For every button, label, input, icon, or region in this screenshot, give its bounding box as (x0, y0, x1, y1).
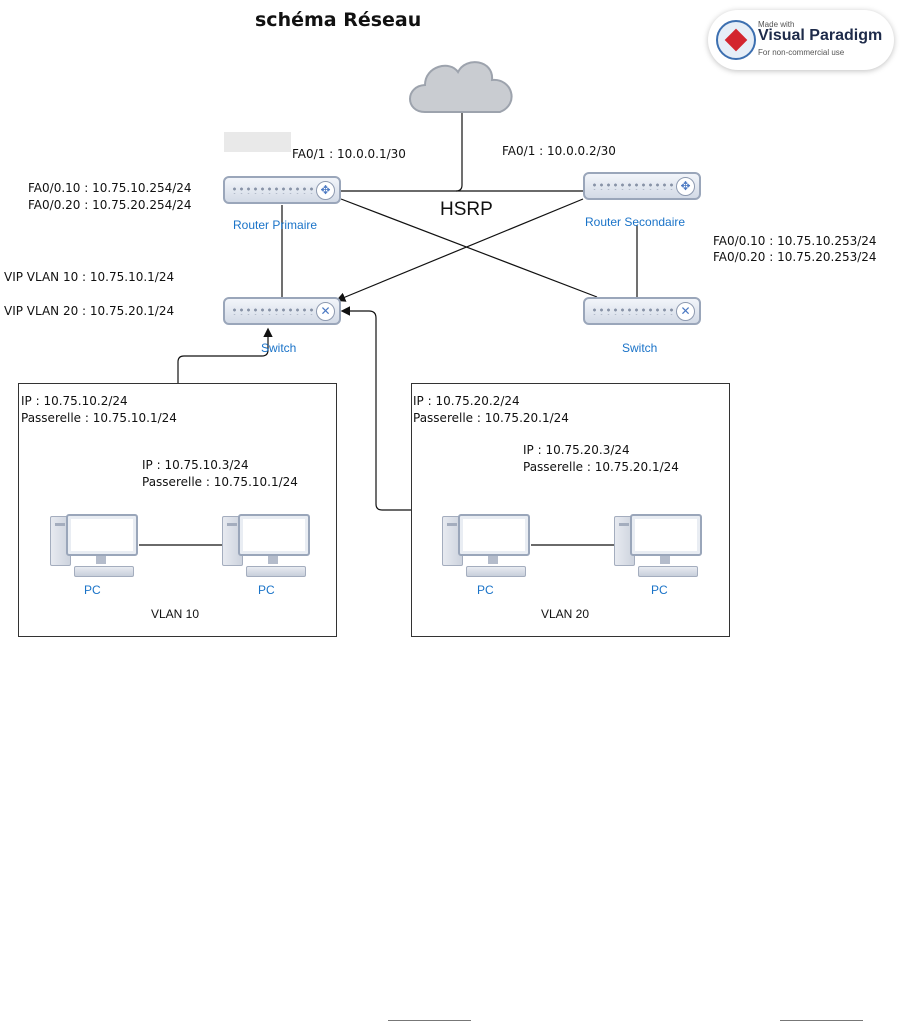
badge-made-with: Made with (758, 20, 795, 29)
primary-to-right-switch (340, 198, 598, 298)
router-icon: ✥ (676, 177, 695, 196)
vlan20-pc2-label: PC (651, 583, 668, 597)
vip-vlan20-label: VIP VLAN 20 : 10.75.20.1/24 (4, 304, 175, 318)
vlan20-pc2-gw: Passerelle : 10.75.20.1/24 (523, 460, 679, 474)
port-array (231, 307, 313, 315)
pc-icon (614, 514, 706, 577)
vlan10-pc2-gw: Passerelle : 10.75.10.1/24 (142, 475, 298, 489)
secondary-wan-label: FA0/1 : 10.0.0.2/30 (502, 144, 616, 158)
page-title: schéma Réseau (255, 9, 422, 31)
pc-icon (222, 514, 314, 577)
router-secondary-label: Router Secondaire (585, 215, 686, 229)
vlan10-pc2-ip: IP : 10.75.10.3/24 (142, 458, 249, 472)
vlan20-pc1-ip: IP : 10.75.20.2/24 (413, 394, 520, 408)
vlan20-uplink (340, 306, 411, 511)
router-icon: ✥ (316, 181, 335, 200)
secondary-sub10-label: FA0/0.10 : 10.75.10.253/24 (713, 234, 877, 248)
visual-paradigm-logo-icon (716, 20, 756, 60)
vlan10-uplink (177, 327, 273, 383)
page-footer-rule (388, 1020, 471, 1021)
vlan10-pc1-ip: IP : 10.75.10.2/24 (21, 394, 128, 408)
port-array (231, 186, 313, 194)
page-footer-rule (780, 1020, 863, 1021)
badge-brand: Visual Paradigm (758, 27, 883, 44)
vlan20-pc1-gw: Passerelle : 10.75.20.1/24 (413, 411, 569, 425)
vip-vlan10-label: VIP VLAN 10 : 10.75.10.1/24 (4, 270, 175, 284)
primary-sub10-label: FA0/0.10 : 10.75.10.254/24 (28, 181, 192, 195)
primary-sub20-label: FA0/0.20 : 10.75.20.254/24 (28, 198, 192, 212)
hsrp-label: HSRP (440, 199, 493, 220)
pc-icon (442, 514, 534, 577)
switch-right: ✕ (583, 297, 701, 325)
primary-wan-label: FA0/1 : 10.0.0.1/30 (292, 147, 406, 161)
switch-left: ✕ (223, 297, 341, 325)
vlan20-pc2-ip: IP : 10.75.20.3/24 (523, 443, 630, 457)
port-array (591, 307, 673, 315)
switch-icon: ✕ (676, 302, 695, 321)
switch-right-label: Switch (622, 341, 658, 355)
secondary-to-left-switch (335, 198, 584, 302)
vlan10-pc2-label: PC (258, 583, 275, 597)
router-primary: ✥ (223, 176, 341, 204)
vlan20-pc1-label: PC (477, 583, 494, 597)
vlan10-pc1-gw: Passerelle : 10.75.10.1/24 (21, 411, 177, 425)
redacted-block (224, 132, 291, 152)
vlan10-group (18, 383, 337, 637)
pc-icon (50, 514, 142, 577)
vlan10-title: VLAN 10 (151, 607, 200, 621)
switch-left-label: Switch (261, 341, 297, 355)
vlan10-pc1-label: PC (84, 583, 101, 597)
badge-license: For non-commercial use (758, 48, 845, 57)
router-primary-label: Router Primaire (233, 218, 318, 232)
vlan20-title: VLAN 20 (541, 607, 590, 621)
vlan20-group (411, 383, 730, 637)
visual-paradigm-badge: Made with Visual Paradigm For non-commer… (708, 10, 894, 70)
switch-icon: ✕ (316, 302, 335, 321)
router-secondary: ✥ (583, 172, 701, 200)
cloud-icon (409, 61, 513, 113)
secondary-sub20-label: FA0/0.20 : 10.75.20.253/24 (713, 250, 877, 264)
cloud-link (455, 113, 463, 192)
port-array (591, 182, 673, 190)
